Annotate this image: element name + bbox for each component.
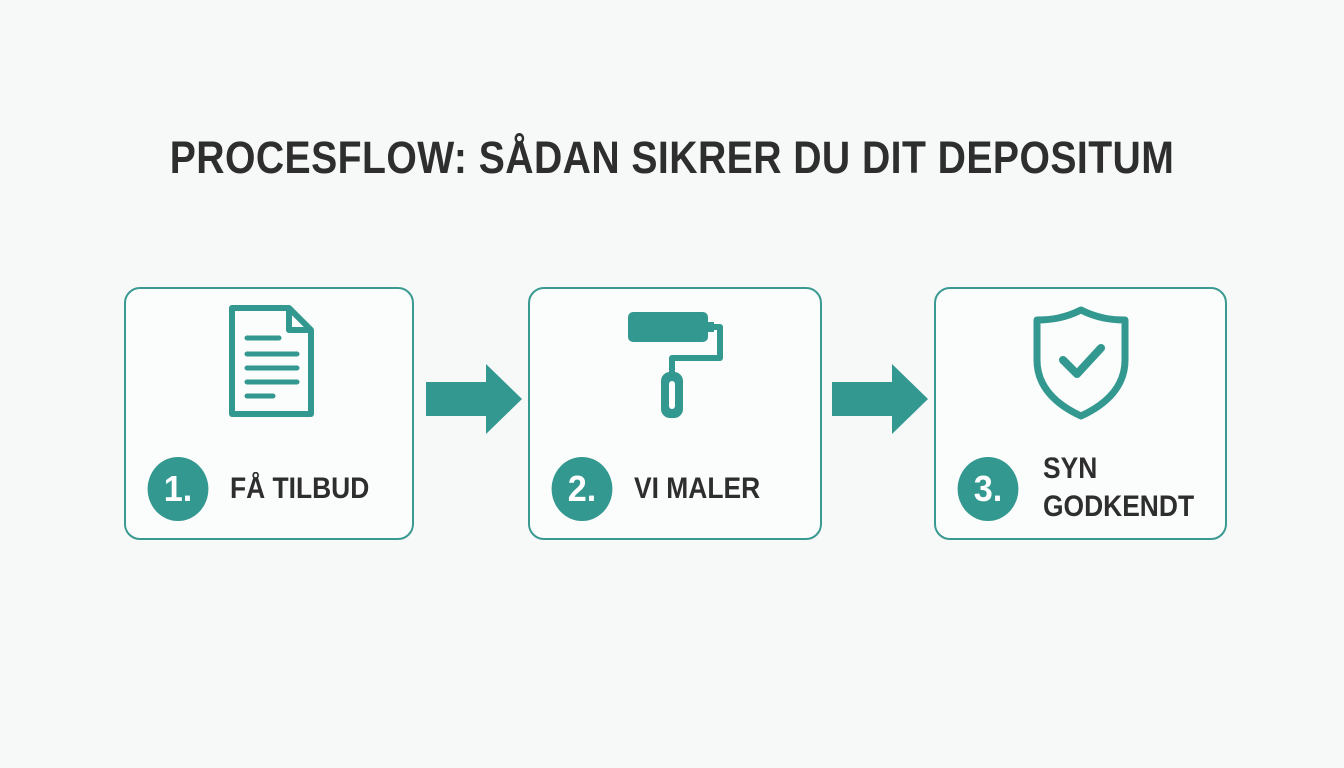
arrow-right-icon bbox=[832, 364, 928, 434]
step-label-line-1: SYN bbox=[1043, 452, 1098, 485]
paint-roller-icon bbox=[530, 299, 820, 424]
document-icon bbox=[126, 299, 412, 424]
step-number-badge: 1. bbox=[147, 457, 209, 521]
step-label: VI MALER bbox=[634, 472, 761, 505]
step-card-3: 3. SYN GODKENDT bbox=[934, 287, 1227, 540]
step-number-badge: 3. bbox=[957, 457, 1019, 521]
step-card-2: 2. VI MALER bbox=[528, 287, 822, 540]
shield-check-icon bbox=[936, 299, 1225, 424]
arrow-right-icon bbox=[426, 364, 522, 434]
diagram-title: PROCESFLOW: SÅDAN SIKRER DU DIT DEPOSITU… bbox=[169, 132, 1175, 183]
step-number-badge: 2. bbox=[551, 457, 613, 521]
step-label: FÅ TILBUD bbox=[230, 472, 370, 505]
step-label-line-2: GODKENDT bbox=[1043, 490, 1195, 523]
step-card-1: 1. FÅ TILBUD bbox=[124, 287, 414, 540]
